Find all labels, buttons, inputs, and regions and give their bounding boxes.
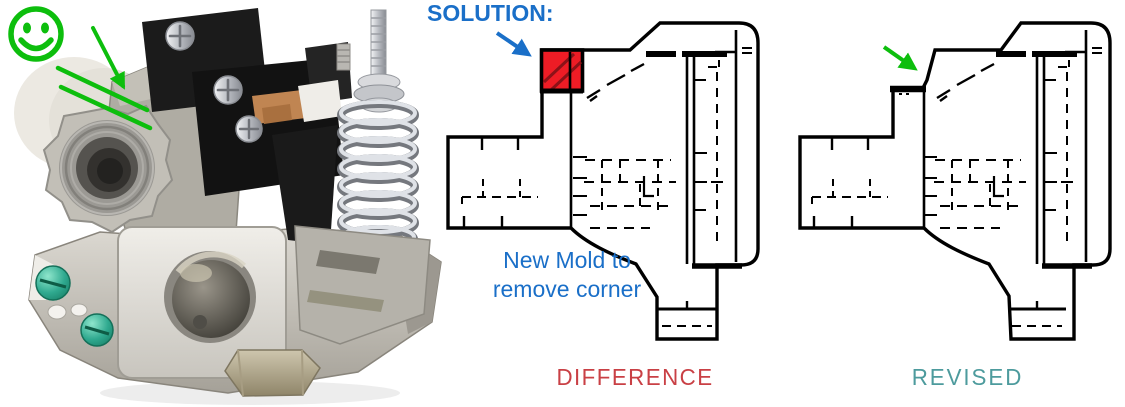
hex-fitting <box>224 349 321 397</box>
bracket-rib <box>307 290 384 312</box>
green-screws <box>35 265 114 347</box>
ceramic-insulator <box>298 80 342 122</box>
mold-note-line2: remove corner <box>492 276 642 302</box>
corner-highlight-fill <box>539 48 585 93</box>
smiley-mouth <box>18 37 54 52</box>
front-plate <box>117 226 287 379</box>
conduit-fitting <box>42 104 174 234</box>
mold-note-line1: New Mold to <box>503 247 631 273</box>
green-annotation-arrows <box>55 26 153 131</box>
green-arrow-icon <box>91 26 125 90</box>
pressure-switch-photo <box>8 6 442 405</box>
revised-caption: REVISED <box>911 364 1024 390</box>
blue-arrow-icon <box>495 31 532 57</box>
smiley-face-icon <box>8 6 64 62</box>
red-corner-highlight <box>539 48 585 94</box>
revised-drawing <box>798 21 1112 341</box>
difference-caption: DIFFERENCE <box>556 364 714 390</box>
smiley-outline <box>8 6 64 62</box>
terminal-screws <box>165 21 263 143</box>
copper-contact <box>262 104 292 124</box>
green-pointer-line-2 <box>58 84 153 131</box>
green-pointer-line-1 <box>55 65 150 113</box>
range-spring <box>337 100 419 253</box>
green-arrow-icon-revised <box>882 45 918 71</box>
lever-arm <box>272 125 338 245</box>
bracket-slot <box>316 250 380 274</box>
difference-drawing <box>446 21 760 341</box>
solution-label: SOLUTION: <box>427 0 554 26</box>
mold-note: New Mold to remove corner <box>452 246 682 304</box>
smiley-right-eye <box>41 22 49 34</box>
smiley-left-eye <box>23 22 31 34</box>
